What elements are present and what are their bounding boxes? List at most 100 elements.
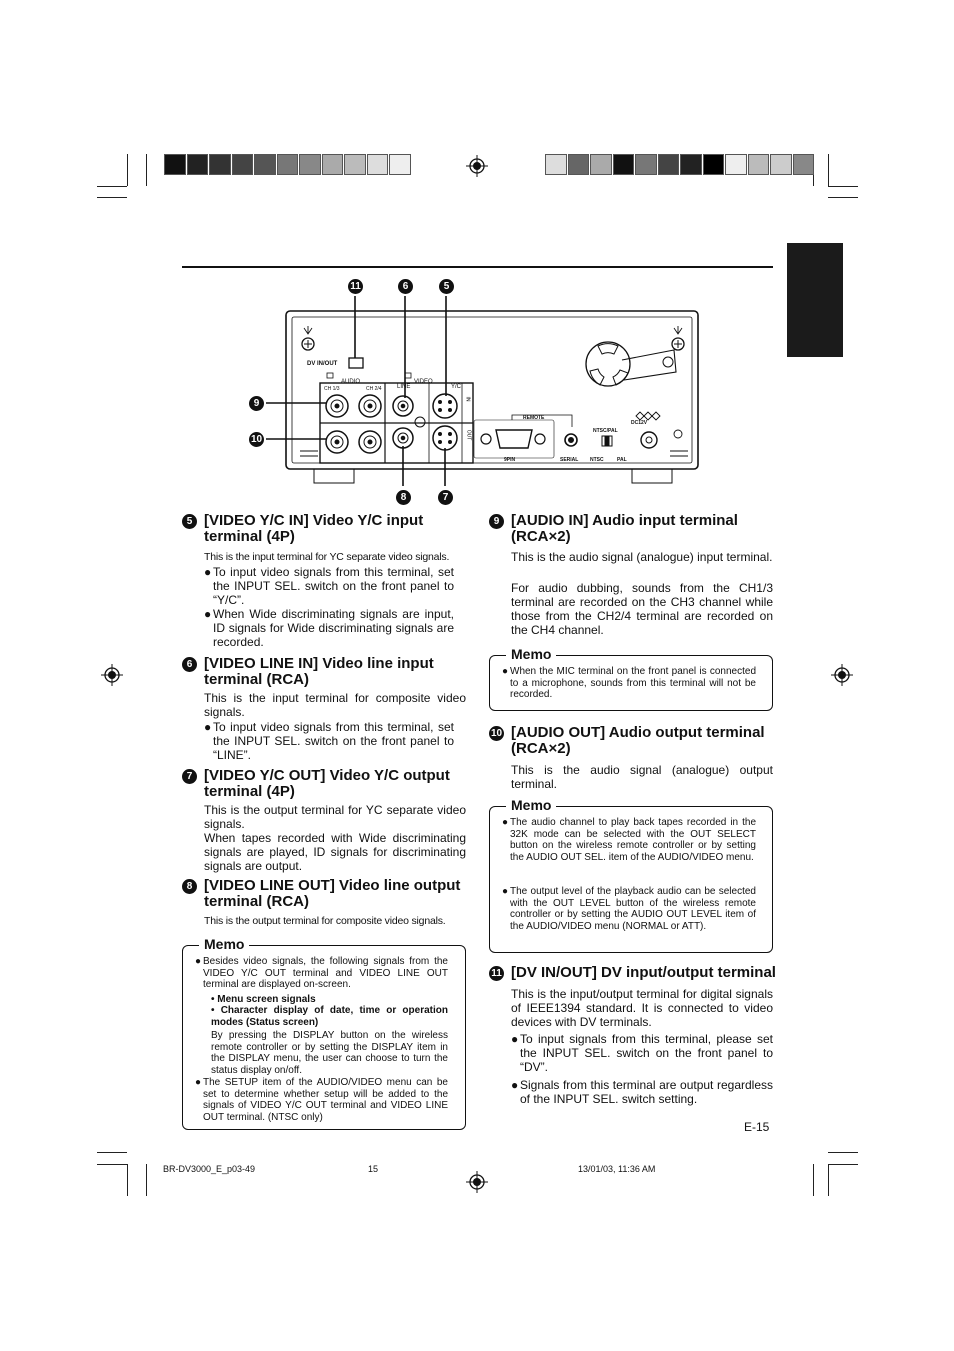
- crop-mark: [828, 197, 858, 198]
- crop-mark: [97, 1164, 127, 1165]
- s6-bullet: ●To input video signals from this termin…: [204, 720, 454, 762]
- section-number: 8: [182, 879, 197, 894]
- registration-mark-icon: [466, 155, 488, 177]
- section-title: [VIDEO Y/C OUT] Video Y/C output termina…: [204, 767, 450, 800]
- s11-bullet: ●To input signals from this terminal, pl…: [511, 1032, 773, 1074]
- footer-file: BR-DV3000_E_p03-49: [163, 1164, 256, 1174]
- footer-date: 13/01/03, 11:36 AM: [578, 1164, 656, 1174]
- crop-mark: [127, 154, 128, 186]
- crop-mark: [97, 1152, 127, 1153]
- crop-mark: [828, 1164, 858, 1165]
- crop-mark: [146, 1164, 147, 1196]
- chapter-tab: [787, 243, 843, 357]
- rear-panel-diagram: [266, 296, 699, 486]
- crop-mark: [97, 186, 127, 187]
- memo-sub-item: • Character display of date, time or ope…: [211, 1005, 448, 1028]
- s5-bullet: ●To input video signals from this termin…: [204, 565, 454, 607]
- section-number: 7: [182, 769, 197, 784]
- callout-5: 5: [439, 279, 454, 294]
- header-rule: [182, 266, 773, 268]
- memo-bullet: ●The audio channel to play back tapes re…: [502, 817, 756, 863]
- crop-mark: [813, 1164, 814, 1196]
- label-line: LINE: [397, 384, 411, 390]
- s6-intro: This is the input terminal for composite…: [204, 691, 466, 719]
- memo-bullet: ●The SETUP item of the AUDIO/VIDEO menu …: [195, 1077, 448, 1123]
- callout-7: 7: [438, 490, 453, 505]
- callout-9: 9: [249, 396, 264, 411]
- label-dv-in-out: DV IN/OUT: [307, 361, 338, 367]
- crop-mark: [127, 1164, 128, 1196]
- s9-p1: This is the audio signal (analogue) inpu…: [511, 550, 773, 564]
- heading-s5: 5 [VIDEO Y/C IN] Video Y/C input termina…: [182, 513, 472, 545]
- section-title: [VIDEO LINE IN] Video line input termina…: [204, 655, 434, 688]
- heading-s11: 11 [DV IN/OUT] DV input/output terminal: [489, 965, 779, 981]
- section-title: [AUDIO IN] Audio input terminal (RCA×2): [511, 512, 738, 545]
- registration-mark-icon: [831, 664, 853, 686]
- heading-s7: 7 [VIDEO Y/C OUT] Video Y/C output termi…: [182, 768, 472, 800]
- s11-p1: This is the input/output terminal for di…: [511, 987, 773, 1029]
- crop-mark: [97, 197, 127, 198]
- label-remote: REMOTE: [523, 415, 545, 421]
- label-serial: SERIAL: [560, 457, 579, 463]
- callout-8: 8: [396, 490, 411, 505]
- section-number: 6: [182, 657, 197, 672]
- crop-mark: [828, 186, 858, 187]
- label-9pin: 9PIN: [504, 457, 516, 463]
- label-ch13: CH 1/3: [324, 386, 340, 392]
- page-number: E-15: [744, 1120, 770, 1134]
- color-bar-left: [164, 154, 412, 175]
- crop-mark: [828, 1152, 858, 1153]
- heading-s8: 8 [VIDEO LINE OUT] Video line output ter…: [182, 878, 472, 910]
- memo-title: Memo: [506, 646, 557, 662]
- label-ntsc-pal: NTSC/PAL: [593, 428, 618, 434]
- registration-mark-icon: [466, 1171, 488, 1193]
- section-number: 11: [489, 966, 504, 981]
- section-title: [DV IN/OUT] DV input/output terminal: [511, 964, 776, 981]
- memo-title: Memo: [199, 936, 250, 952]
- label-ch24: CH 2/4: [366, 386, 382, 392]
- s10-p1: This is the audio signal (analogue) outp…: [511, 763, 773, 791]
- crop-mark: [828, 1164, 829, 1196]
- memo-sub-text: By pressing the DISPLAY button on the wi…: [211, 1030, 448, 1076]
- memo-box: Memo ●Besides video signals, the followi…: [182, 936, 466, 1130]
- memo-sub-item: • Menu screen signals: [211, 994, 316, 1005]
- section-number: 9: [489, 514, 504, 529]
- s11-bullet: ●Signals from this terminal are output r…: [511, 1078, 773, 1106]
- callout-11: 11: [348, 279, 363, 294]
- label-ntsc: NTSC: [590, 457, 604, 463]
- callout-10: 10: [249, 432, 264, 447]
- heading-s6: 6 [VIDEO LINE IN] Video line input termi…: [182, 656, 472, 688]
- crop-mark: [828, 154, 829, 186]
- color-bar-right: [545, 154, 815, 175]
- label-audio: AUDIO: [341, 379, 361, 385]
- s8-intro: This is the output terminal for composit…: [204, 915, 446, 927]
- memo-bullet: ●The output level of the playback audio …: [502, 886, 756, 932]
- section-number: 10: [489, 726, 504, 741]
- label-yc: Y/C: [451, 384, 462, 390]
- section-title: [VIDEO Y/C IN] Video Y/C input terminal …: [204, 512, 424, 545]
- section-title: [AUDIO OUT] Audio output terminal (RCA×2…: [511, 724, 765, 757]
- label-pal: PAL: [617, 457, 627, 463]
- s7-p1: This is the output terminal for YC separ…: [204, 803, 466, 831]
- label-out: OUT: [465, 429, 472, 441]
- section-number: 5: [182, 514, 197, 529]
- callout-6: 6: [398, 279, 413, 294]
- memo-bullet: ●Besides video signals, the following si…: [195, 956, 448, 991]
- crop-mark: [146, 154, 147, 186]
- memo-title: Memo: [506, 797, 557, 813]
- section-title: [VIDEO LINE OUT] Video line output termi…: [204, 877, 461, 910]
- heading-s9: 9 [AUDIO IN] Audio input terminal (RCA×2…: [489, 513, 779, 545]
- memo-box: Memo ●When the MIC terminal on the front…: [489, 646, 773, 711]
- s7-p2: When tapes recorded with Wide discrimina…: [204, 831, 466, 873]
- s9-p2: For audio dubbing, sounds from the CH1/3…: [511, 581, 773, 637]
- label-video: VIDEO: [414, 379, 433, 385]
- s5-bullet: ●When Wide discriminating signals are in…: [204, 607, 454, 649]
- s5-intro: This is the input terminal for YC separa…: [204, 551, 450, 563]
- memo-bullet: ●When the MIC terminal on the front pane…: [502, 666, 756, 701]
- label-dc12v: DC12V: [631, 420, 648, 426]
- memo-box: Memo ●The audio channel to play back tap…: [489, 797, 773, 953]
- footer-page: 15: [368, 1164, 379, 1174]
- label-in: IN: [464, 396, 471, 402]
- registration-mark-icon: [101, 664, 123, 686]
- heading-s10: 10 [AUDIO OUT] Audio output terminal (RC…: [489, 725, 779, 757]
